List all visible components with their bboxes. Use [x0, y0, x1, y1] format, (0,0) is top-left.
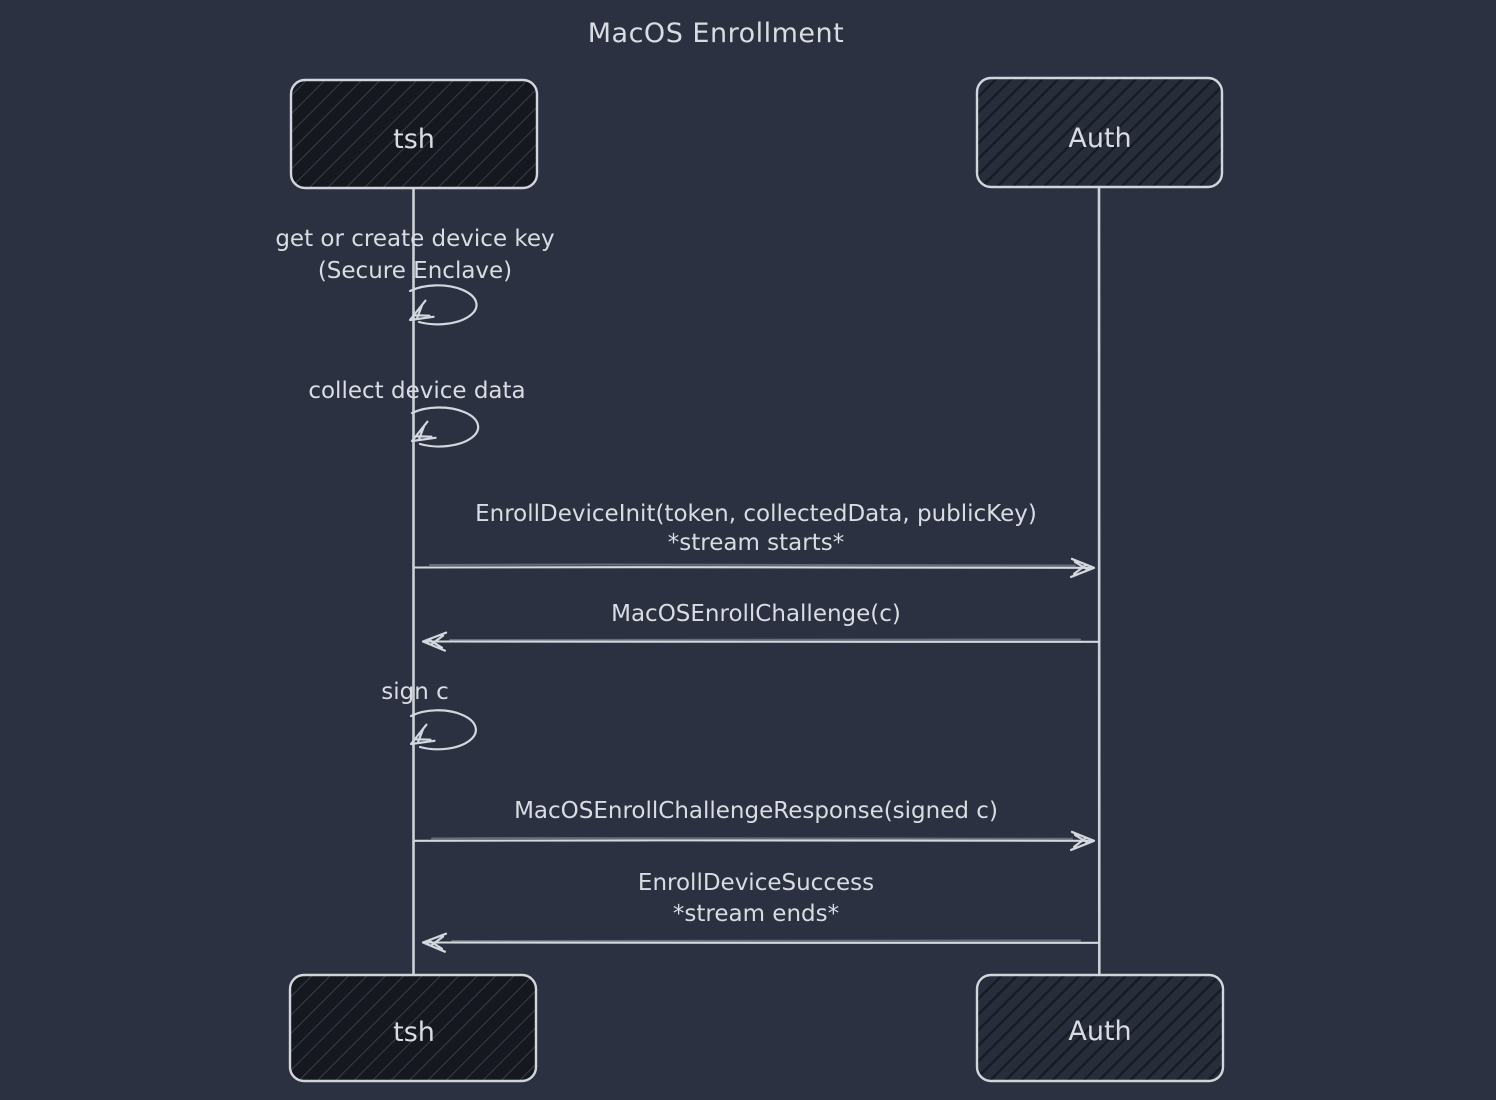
- actor-auth-top: Auth: [975, 76, 1224, 189]
- message-label-line1: EnrollDeviceInit(token, collectedData, p…: [475, 501, 1037, 527]
- actor-box: [291, 80, 537, 188]
- message-arrow: [421, 631, 1101, 652]
- message-label-line2: *stream starts*: [668, 530, 844, 556]
- self-loop-arrow: [410, 406, 480, 448]
- self-message-collect-data: collect device data: [308, 378, 526, 450]
- message-label-line1: MacOSEnrollChallengeResponse(signed c): [514, 798, 998, 824]
- actor-label: tsh: [393, 124, 435, 155]
- message-arrow-sketch: [449, 638, 1081, 642]
- self-loop-arrow: [408, 284, 478, 326]
- lifeline-tsh: [411, 185, 416, 978]
- message-arrow: [413, 830, 1096, 852]
- message-challenge-response: MacOSEnrollChallengeResponse(signed c): [413, 798, 1096, 852]
- actor-box-border: [975, 973, 1225, 1083]
- actor-box-border: [975, 76, 1224, 189]
- self-message-sign-c: sign c: [381, 679, 477, 753]
- message-label-line2: *stream ends*: [673, 901, 839, 927]
- self-message-label-line2: (Secure Enclave): [318, 258, 512, 284]
- actor-box-border: [288, 973, 538, 1083]
- message-arrow: [421, 932, 1101, 953]
- actor-label: Auth: [1068, 123, 1131, 154]
- actor-tsh-top: tsh: [289, 78, 539, 190]
- self-message-label-line1: sign c: [381, 679, 449, 705]
- self-loop-arrow: [409, 709, 477, 751]
- message-enroll-challenge: MacOSEnrollChallenge(c): [421, 601, 1101, 652]
- message-arrow-sketch: [431, 837, 1073, 840]
- message-label-line1: MacOSEnrollChallenge(c): [611, 601, 901, 627]
- actor-box: [977, 975, 1223, 1081]
- actor-label: tsh: [393, 1017, 435, 1048]
- actor-tsh-bottom: tsh: [288, 973, 538, 1083]
- diagram-title: MacOS Enrollment: [588, 18, 844, 49]
- message-arrow-sketch: [429, 563, 1076, 567]
- actor-label: Auth: [1068, 1016, 1131, 1047]
- message-enroll-success: EnrollDeviceSuccess *stream ends*: [421, 870, 1101, 953]
- message-label-line1: EnrollDeviceSuccess: [638, 870, 874, 896]
- self-message-label-line1: get or create device key: [275, 226, 554, 252]
- actor-auth-bottom: Auth: [975, 973, 1225, 1083]
- message-enroll-device-init: EnrollDeviceInit(token, collectedData, p…: [413, 501, 1096, 579]
- message-arrow-sketch: [451, 939, 1081, 943]
- self-message-device-key: get or create device key (Secure Enclave…: [275, 226, 555, 329]
- actor-box: [290, 975, 536, 1081]
- actor-box-border: [289, 78, 539, 190]
- lifeline-auth: [1097, 184, 1101, 978]
- actor-box: [977, 78, 1222, 187]
- message-arrow: [413, 557, 1096, 579]
- self-message-label-line1: collect device data: [308, 378, 525, 404]
